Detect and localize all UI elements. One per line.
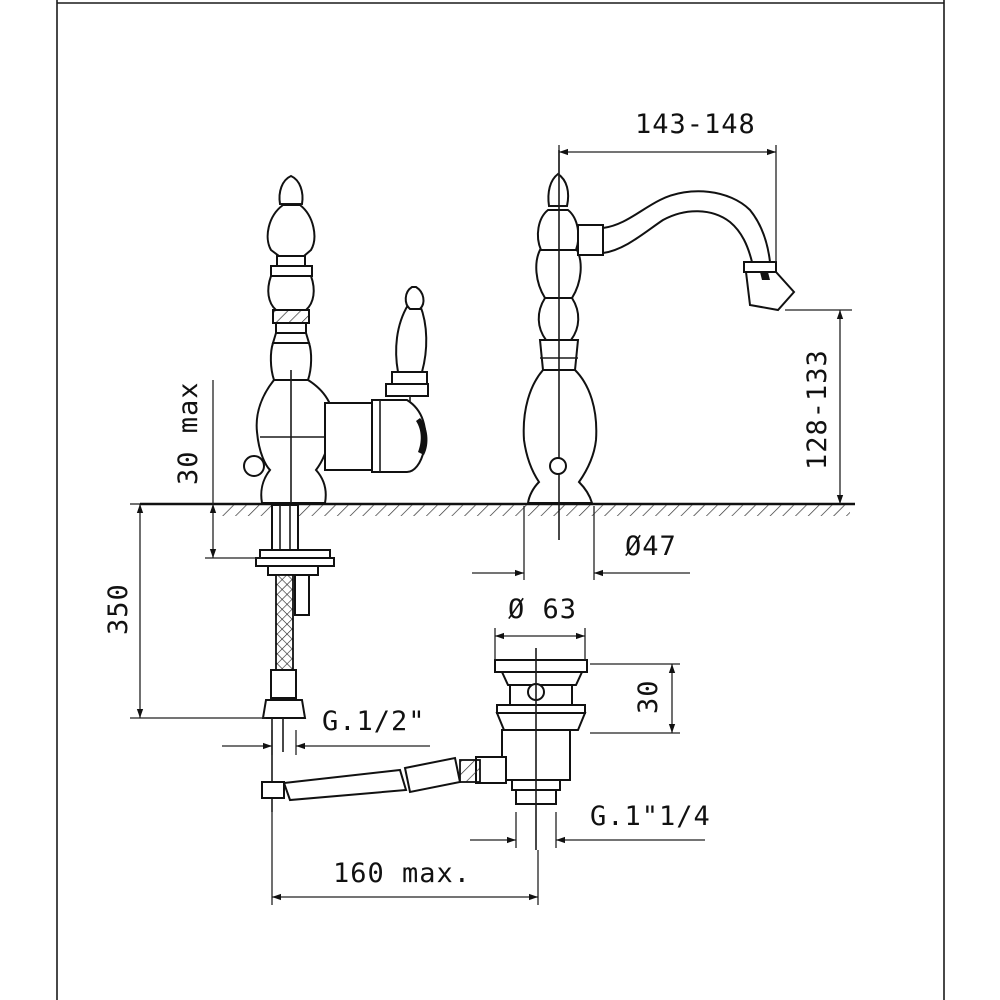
mixer-front-view: [243, 174, 429, 504]
supply-tail: [255, 504, 335, 812]
dim-rod-length: 160 max.: [271, 812, 539, 905]
spout-reach-label: 143-148: [635, 109, 756, 140]
supply-thread-label: G.1/2": [322, 706, 426, 737]
countertop: [140, 502, 855, 516]
base-diameter-label: Ø47: [625, 531, 677, 562]
dim-deck-thickness: 30 max: [173, 380, 262, 559]
waste-thread-label: G.1"1/4: [590, 801, 711, 832]
dim-base-diameter: Ø47: [472, 506, 690, 580]
deck-thickness-label: 30 max: [173, 381, 204, 485]
plug-height-label: 30: [633, 679, 664, 714]
dim-spout-height: 128-133: [785, 309, 852, 504]
rod-length-label: 160 max.: [333, 858, 471, 889]
plug-diameter-label: Ø 63: [508, 594, 577, 625]
dim-supply-thread: G.1/2": [222, 706, 430, 755]
pop-up-waste: [261, 648, 588, 850]
dim-plug-height: 30: [590, 663, 680, 734]
dim-waste-thread: G.1"1/4: [470, 801, 711, 848]
dim-spout-reach: 143-148: [558, 109, 777, 262]
dim-tail-length: 350: [103, 503, 266, 719]
tail-length-label: 350: [103, 583, 134, 635]
dim-plug-diameter: Ø 63: [494, 594, 586, 660]
sheet-border: [56, 0, 945, 1000]
spout-height-label: 128-133: [802, 349, 833, 470]
mixer-side-view: [522, 150, 796, 540]
